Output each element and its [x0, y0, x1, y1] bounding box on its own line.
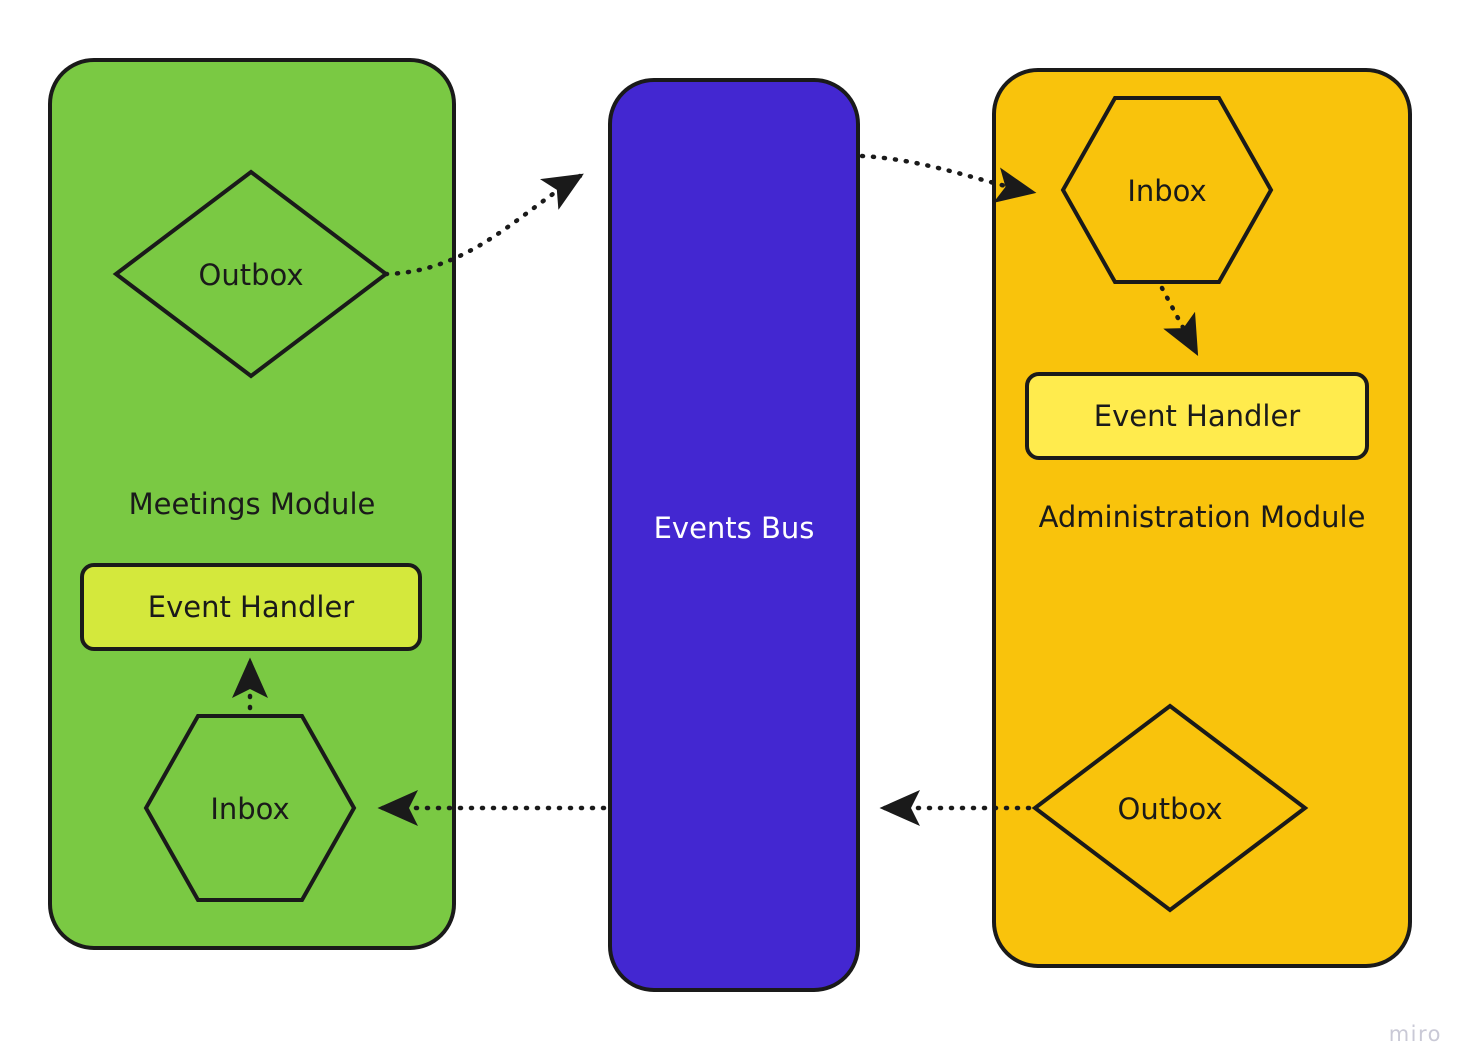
meetings-module-label: Meetings Module [128, 487, 376, 521]
meetings-inbox-shape[interactable] [142, 712, 358, 904]
administration-event-handler-label: Event Handler [1093, 399, 1301, 433]
administration-inbox-shape[interactable] [1059, 94, 1275, 286]
meetings-event-handler-label: Event Handler [147, 590, 355, 624]
meetings-event-handler[interactable]: Event Handler [80, 563, 422, 651]
events-bus-label: Events Bus [653, 511, 815, 545]
administration-outbox-shape[interactable] [1031, 702, 1309, 914]
miro-watermark: miro [1388, 1022, 1442, 1046]
events-bus-container[interactable] [608, 78, 860, 992]
meetings-outbox-shape[interactable] [112, 168, 390, 380]
administration-event-handler[interactable]: Event Handler [1025, 372, 1369, 460]
administration-module-label: Administration Module [1038, 500, 1366, 534]
